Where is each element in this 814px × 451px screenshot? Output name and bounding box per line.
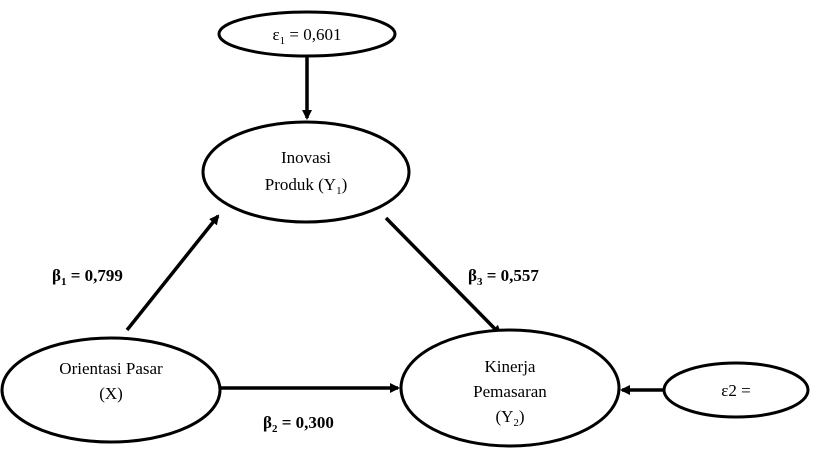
node-error2: ε2 =: [662, 361, 810, 419]
kinerja-line1: Kinerja: [485, 357, 536, 376]
kinerja-line3: (Y2): [495, 407, 524, 429]
error1-subscript: 1: [280, 35, 286, 47]
orientasi-line1: Orientasi Pasar: [59, 359, 163, 378]
node-inovasi-produk: Inovasi Produk (Y1): [201, 120, 411, 224]
node-error1: ε1 = 0,601: [217, 10, 397, 58]
kinerja-line2: Pemasaran: [473, 382, 547, 401]
error1-symbol: ε: [273, 25, 280, 44]
svg-text:ε1 = 0,601: ε1 = 0,601: [273, 25, 342, 47]
inovasi-line1: Inovasi: [281, 148, 331, 167]
node-orientasi-pasar: Orientasi Pasar (X): [0, 336, 222, 444]
node-kinerja-pemasaran: Kinerja Pemasaran (Y2): [399, 328, 621, 448]
error2-label: ε2 =: [721, 381, 750, 400]
beta3-label: β3 = 0,557: [468, 266, 539, 288]
edge-orientasi-to-inovasi: [125, 214, 220, 332]
orientasi-line2: (X): [99, 384, 123, 403]
inovasi-line2: Produk (Y1): [265, 175, 347, 197]
beta2-label: β2 = 0,300: [263, 413, 334, 435]
edge-inovasi-to-kinerja: [384, 216, 502, 336]
beta1-label: β1 = 0,799: [52, 266, 123, 288]
error1-value: = 0,601: [285, 25, 341, 44]
